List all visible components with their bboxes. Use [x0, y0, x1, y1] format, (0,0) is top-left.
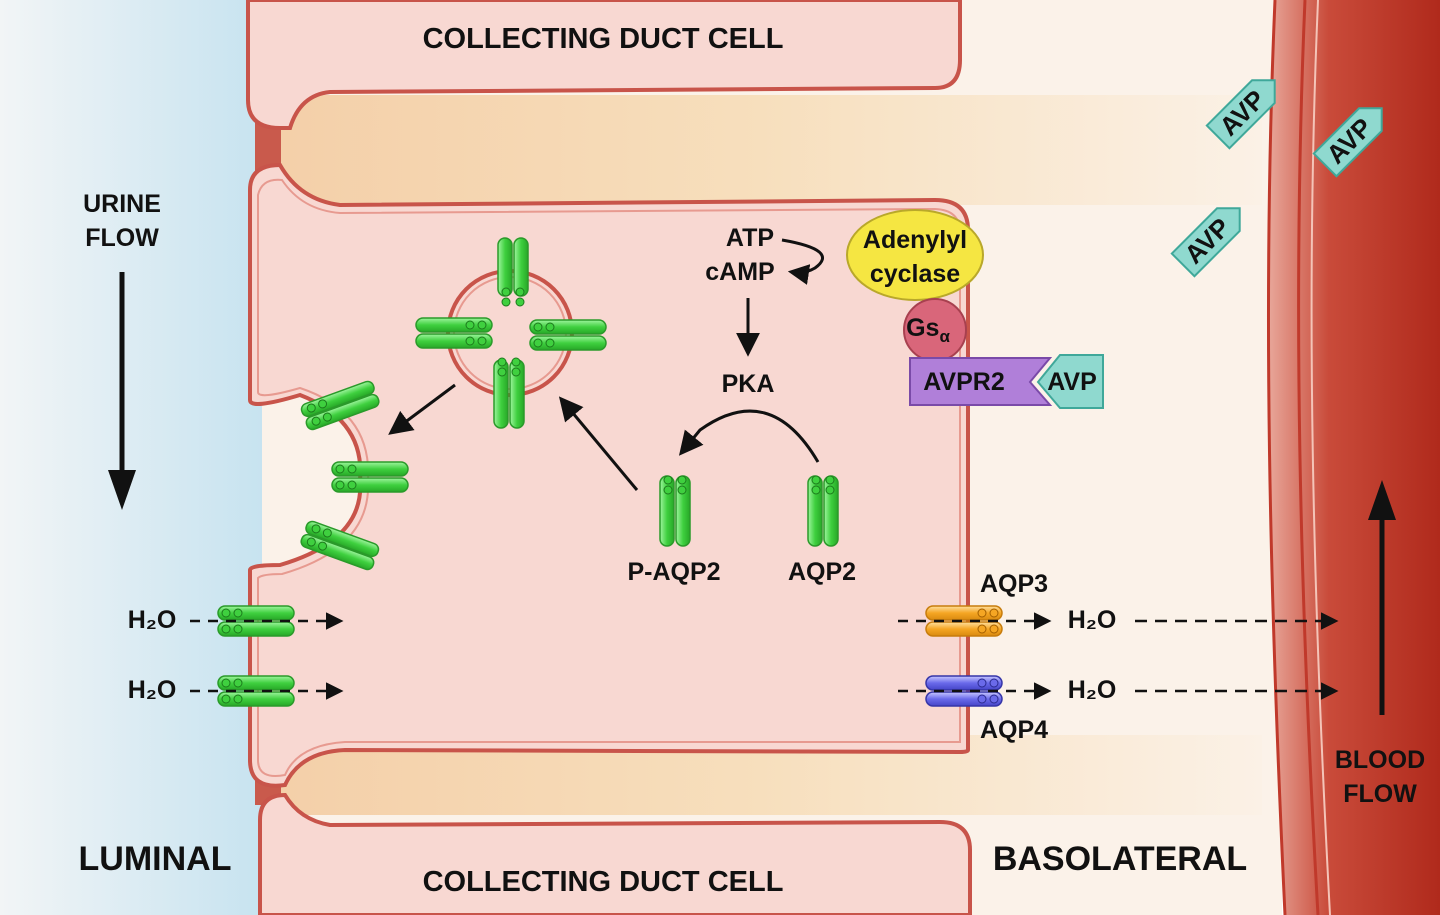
gs-alpha-label: Gsα [906, 314, 950, 346]
atp-label: ATP [726, 224, 774, 252]
apical-aqp2-2 [331, 461, 409, 493]
apical-water-channel-2 [217, 675, 295, 707]
phosphorylation-arrow [678, 409, 820, 463]
avp-bound [1036, 354, 1104, 409]
h2o-left-top: H₂O [128, 606, 177, 634]
aqp3-label: AQP3 [980, 570, 1048, 598]
urine-flow-label-2: FLOW [85, 224, 159, 252]
bottom-cell-label: COLLECTING DUCT CELL [423, 866, 784, 898]
h2o-left-bottom: H₂O [128, 676, 177, 704]
vesicle-aqp2-right [529, 319, 607, 351]
urine-flow-arrow [108, 272, 136, 510]
adenylyl-cyclase [846, 209, 984, 301]
apical-aqp2-1 [300, 380, 380, 431]
urine-flow-label-1: URINE [83, 190, 161, 218]
vesicle-aqp2-top [497, 237, 529, 307]
top-collecting-duct-cell [246, 0, 962, 130]
cell-membrane-inner [257, 178, 961, 777]
exocytosis-arrow [388, 383, 456, 435]
aqp4-channel [925, 675, 1003, 707]
blood-flow-label-1: BLOOD [1335, 746, 1425, 774]
aqp2-label: AQP2 [788, 558, 856, 586]
trafficking-arrow [558, 396, 639, 491]
adenylyl-label-1: Adenylyl [863, 226, 967, 254]
pka-label: PKA [722, 370, 775, 398]
aqp2-channel [807, 475, 839, 547]
blood-flow-label-2: FLOW [1343, 780, 1417, 808]
vesicle-aqp2-left [415, 317, 493, 349]
avpr2-label: AVPR2 [923, 368, 1005, 396]
atp-camp-arrow [781, 238, 824, 285]
apical-aqp2-3 [300, 520, 380, 571]
avp-free-3: AVP [1170, 207, 1241, 278]
blood-vessel [1266, 0, 1440, 915]
p-aqp2-channel [659, 475, 691, 547]
p-aqp2-label: P-AQP2 [627, 558, 720, 586]
camp-label: cAMP [705, 258, 774, 286]
avp-bound-label: AVP [1047, 368, 1097, 396]
junction-upper [262, 95, 1262, 205]
lumen-region [0, 0, 262, 915]
blood-flow-arrow [1368, 480, 1396, 715]
water-flow-arrows [190, 612, 1339, 700]
bottom-collecting-duct-cell [258, 792, 972, 915]
aqp4-label: AQP4 [980, 716, 1048, 744]
vesicle-aqp2-bottom [493, 357, 525, 429]
basolateral-label: BASOLATERAL [993, 840, 1247, 878]
avpr2-receptor [909, 357, 1053, 406]
luminal-label: LUMINAL [79, 840, 232, 878]
adenylyl-label-2: cyclase [870, 260, 960, 288]
top-cell-label: COLLECTING DUCT CELL [423, 23, 784, 55]
aqp3-channel [925, 605, 1003, 637]
apical-water-channel-1 [217, 605, 295, 637]
h2o-right-bottom: H₂O [1068, 676, 1117, 704]
h2o-right-top: H₂O [1068, 606, 1117, 634]
